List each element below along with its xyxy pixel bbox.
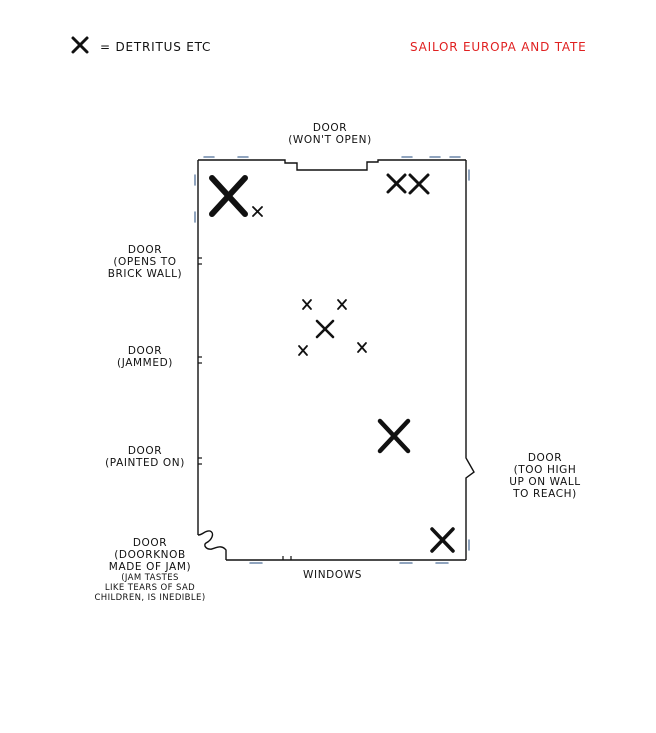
x-mark-icon — [252, 206, 263, 217]
door-left-3-line-2: (painted on) — [105, 457, 185, 469]
door-right-line-1: Door — [527, 452, 563, 464]
door-left-1-label: Door (Opens to brick wall) — [95, 244, 195, 280]
legend-text: = Detritus etc — [100, 40, 212, 54]
windows-label: Windows — [303, 569, 362, 581]
door-left-3-line-1: Door — [127, 445, 163, 457]
door-left-1-line-1: Door — [127, 244, 163, 256]
door-right-line-2: (too high — [513, 464, 577, 476]
top-wall — [198, 159, 466, 171]
windows-marks — [194, 156, 470, 564]
door-right-line-4: to reach) — [513, 488, 577, 500]
door-left-3-label: Door (painted on) — [95, 445, 195, 469]
door-top-label: Door (won't open) — [270, 122, 390, 146]
door-bottom-left-line-3: made of jam) — [108, 561, 192, 573]
x-mark-icon — [357, 342, 367, 353]
door-left-2-line-2: (Jammed) — [117, 357, 173, 369]
x-mark-icon — [377, 418, 411, 454]
x-mark-icon — [315, 319, 335, 339]
door-left-2-line-1: Door — [127, 345, 163, 357]
left-door-ticks — [198, 257, 292, 560]
jam-note-line-3: children, is inedible) — [94, 593, 206, 603]
x-mark-icon — [430, 527, 455, 553]
door-left-2-label: Door (Jammed) — [95, 345, 195, 369]
x-mark-icon — [298, 345, 308, 356]
door-right-line-3: up on wall — [509, 476, 581, 488]
door-right-label: Door (too high up on wall to reach) — [490, 452, 600, 500]
detritus-marks — [209, 173, 455, 553]
room-walls — [197, 159, 475, 561]
door-bottom-left-line-2: (Doorknob — [114, 549, 186, 561]
jam-note-label: (Jam tastes like tears of sad children, … — [80, 573, 220, 603]
x-mark-icon — [408, 173, 430, 195]
x-mark-icon — [302, 299, 312, 310]
x-mark-icon — [209, 175, 248, 217]
door-top-line-2: (won't open) — [288, 134, 372, 146]
jam-door-squiggle — [197, 530, 227, 560]
door-left-1-line-2: (Opens to — [113, 256, 177, 268]
jam-note-line-2: like tears of sad — [104, 583, 196, 593]
door-left-1-line-3: brick wall) — [107, 268, 183, 280]
legend-x-icon — [71, 36, 89, 54]
door-bottom-left-line-1: Door — [132, 537, 168, 549]
right-wall — [465, 160, 475, 560]
x-mark-icon — [386, 173, 407, 194]
credit-text: Sailor Europa and Tate — [410, 40, 587, 54]
jam-note-line-1: (Jam tastes — [121, 573, 179, 583]
door-bottom-left-label: Door (Doorknob made of jam) — [95, 537, 205, 573]
door-top-line-1: Door — [312, 122, 348, 134]
x-mark-icon — [337, 299, 347, 310]
